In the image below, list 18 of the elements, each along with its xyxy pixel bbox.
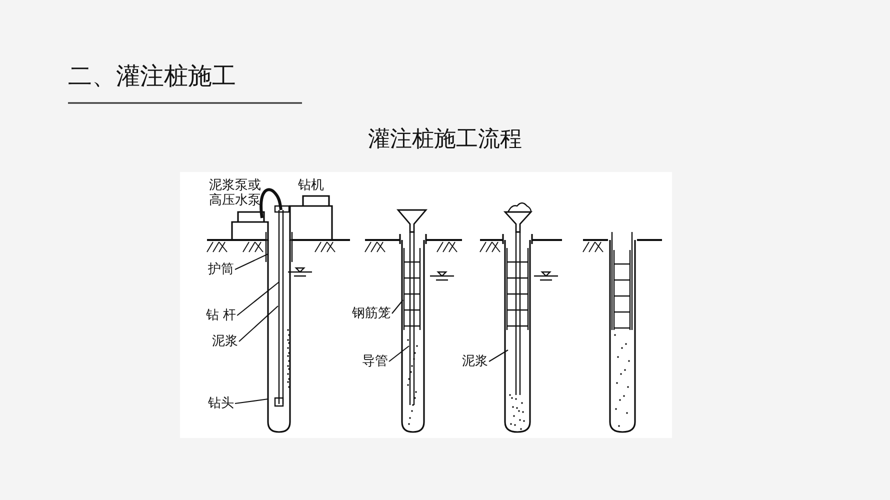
part-label: 钻机: [298, 178, 324, 193]
slide-title: 二、灌注桩施工: [68, 61, 236, 92]
leader-line: [236, 282, 280, 316]
part-label: 泥浆: [462, 354, 488, 369]
part-label: 钻头: [208, 396, 234, 411]
part-label: 钻 杆: [206, 308, 236, 323]
part-label: 泥浆泵或高压水泵: [209, 178, 262, 208]
part-label: 钢筋笼: [352, 306, 391, 321]
leader-line: [238, 306, 278, 342]
leader-line: [234, 398, 268, 404]
leader-line: [392, 300, 404, 314]
leader-line: [388, 346, 410, 362]
part-label: 泥浆: [212, 334, 238, 349]
part-label: 护筒: [208, 262, 234, 277]
leader-line: [488, 350, 508, 362]
part-label: 导管: [362, 354, 388, 369]
figure-caption: 灌注桩施工流程: [367, 126, 523, 154]
leader-line: [234, 254, 268, 270]
